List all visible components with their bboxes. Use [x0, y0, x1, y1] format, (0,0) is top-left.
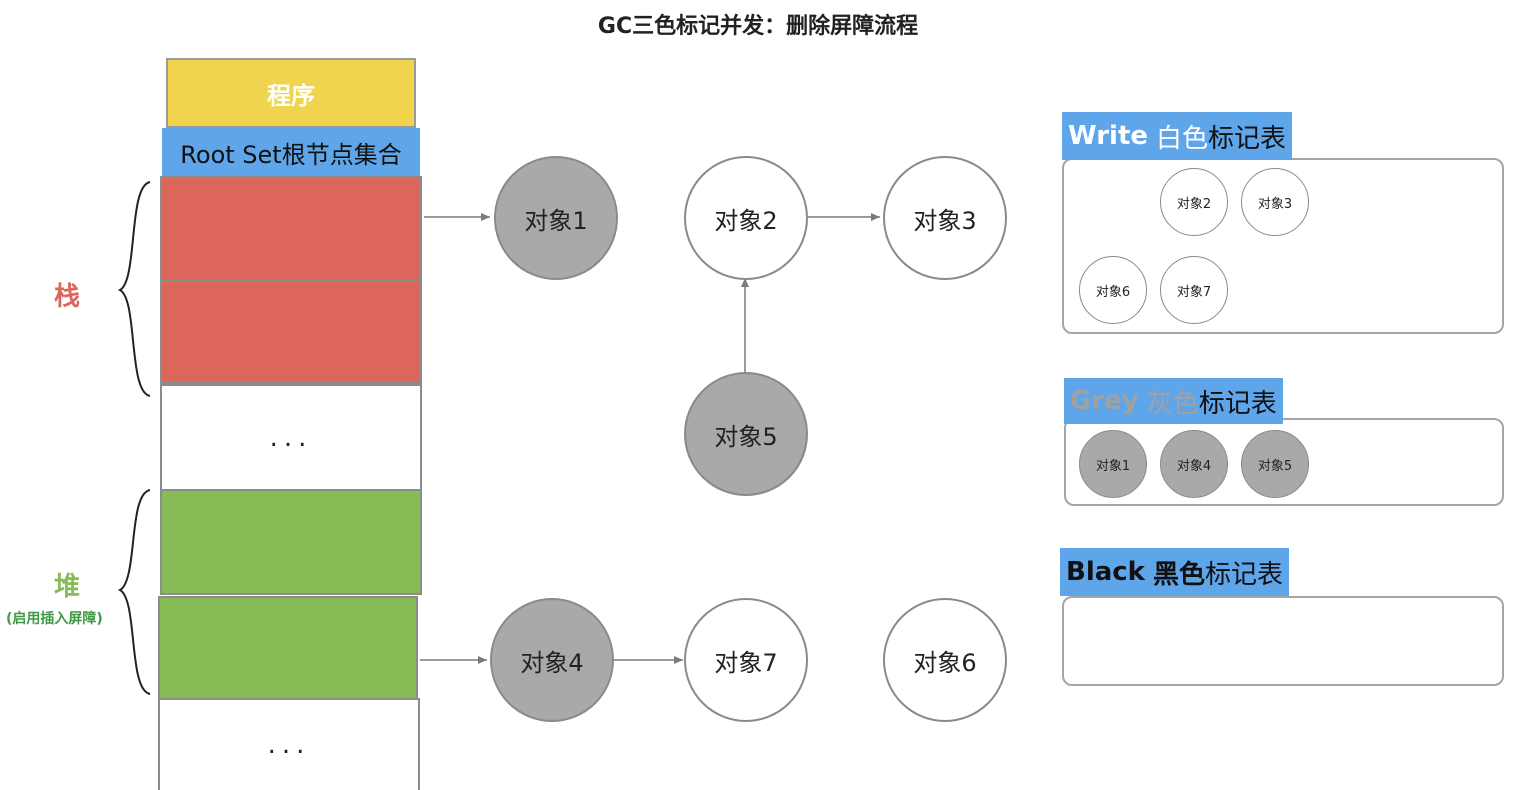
black-title-color: 黑色 — [1152, 559, 1205, 590]
black-table-panel — [1062, 596, 1504, 686]
grey-title-en: Grey — [1070, 386, 1139, 416]
node-obj3: 对象3 — [883, 156, 1007, 280]
white-title-en: Write — [1068, 121, 1149, 151]
heap-brace — [117, 489, 151, 695]
black-title-en: Black — [1066, 557, 1145, 587]
black-table-title: Black 黑色 标记表 — [1060, 548, 1290, 596]
grey-table-title: Grey 灰色 标记表 — [1064, 378, 1283, 424]
node-obj5: 对象5 — [684, 372, 808, 496]
stack-label: 栈 — [54, 282, 81, 312]
diagram-title: GC三色标记并发：删除屏障流程 — [597, 14, 919, 39]
program-box: 程序 — [166, 58, 416, 128]
white-item-obj6: 对象6 — [1079, 256, 1147, 324]
node-obj1: 对象1 — [494, 156, 618, 280]
white-title-suffix: 标记表 — [1208, 123, 1287, 154]
heap-sublabel: (启用插入屏障) — [6, 611, 103, 627]
heap-ellipsis: ... — [158, 698, 420, 790]
heap-slot-2 — [158, 596, 418, 700]
grey-title-suffix: 标记表 — [1198, 388, 1277, 419]
node-obj4: 对象4 — [490, 598, 614, 722]
white-item-obj3: 对象3 — [1241, 168, 1309, 236]
node-obj6: 对象6 — [883, 598, 1007, 722]
node-obj2: 对象2 — [684, 156, 808, 280]
white-item-obj7: 对象7 — [1160, 256, 1228, 324]
stack-slot-2 — [160, 280, 422, 384]
white-table-title: Write 白色 标记表 — [1062, 112, 1293, 160]
white-item-obj2: 对象2 — [1160, 168, 1228, 236]
node-obj7: 对象7 — [684, 598, 808, 722]
black-title-suffix: 标记表 — [1205, 559, 1284, 590]
grey-item-obj4: 对象4 — [1160, 430, 1228, 498]
white-title-color: 白色 — [1156, 123, 1209, 154]
heap-label: 堆 — [54, 572, 81, 602]
grey-item-obj1: 对象1 — [1079, 430, 1147, 498]
stack-brace — [117, 181, 151, 397]
heap-slot-1 — [160, 489, 422, 595]
grey-title-color: 灰色 — [1146, 388, 1199, 419]
grey-item-obj5: 对象5 — [1241, 430, 1309, 498]
rootset-header: Root Set根节点集合 — [162, 128, 420, 176]
